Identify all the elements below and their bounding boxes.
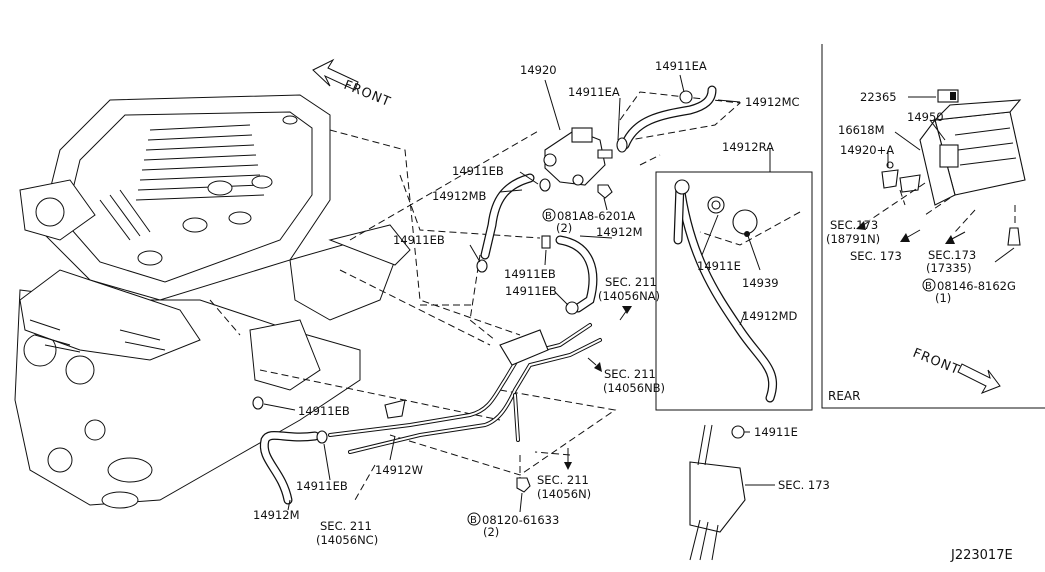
label-14911EB-a: 14911EB <box>452 164 504 178</box>
label-6201A-qty: (2) <box>556 221 572 235</box>
label-sec173-c: SEC.173 <box>928 248 976 262</box>
engine-illustration <box>14 94 411 509</box>
diagram-id: J223017E <box>950 548 1013 563</box>
valve-14920[interactable] <box>543 127 613 186</box>
label-sec173-a: SEC.173 <box>830 218 878 232</box>
bolt-mark-8162G: B <box>925 281 932 292</box>
label-14912W: 14912W <box>375 463 423 477</box>
label-08146-8162G: 08146-8162G <box>937 279 1016 293</box>
label-14912MD: 14912MD <box>742 309 798 323</box>
label-14920A: 14920+A <box>840 143 894 157</box>
label-08120-61633: 08120-61633 <box>482 513 559 527</box>
bolt-mark-61633: B <box>470 515 477 526</box>
label-14056NC: (14056NC) <box>316 533 378 547</box>
label-14912RA: 14912RA <box>722 140 774 154</box>
label-14911EB-b: 14911EB <box>393 233 445 247</box>
bracket-16618M[interactable] <box>899 174 921 193</box>
pipe-14912W[interactable] <box>328 323 602 454</box>
bolt-08120-61633[interactable] <box>516 477 531 493</box>
valve-14920A[interactable] <box>881 161 899 189</box>
label-14912MB: 14912MB <box>432 189 487 203</box>
label-14911EB-c: 14911EB <box>504 267 556 281</box>
label-16618M: 16618M <box>838 123 885 137</box>
label-14912M-upper: 14912M <box>596 225 643 239</box>
clamp-14911EB-d[interactable] <box>565 301 579 315</box>
label-14911EB-e: 14911EB <box>298 404 350 418</box>
label-14939: 14939 <box>742 276 779 290</box>
label-sec173-b: SEC. 173 <box>850 249 902 263</box>
canister-14950[interactable] <box>919 99 1026 206</box>
label-14911E-a: 14911E <box>697 259 741 273</box>
front-label-inset: FRONT <box>911 346 962 378</box>
bolt-081A8-6201A[interactable] <box>597 184 613 199</box>
label-14911E-b: 14911E <box>754 425 798 439</box>
label-14911EA-a: 14911EA <box>568 85 620 99</box>
front-arrow-top <box>312 58 359 91</box>
clamp-14911EB-b[interactable] <box>476 259 488 273</box>
inset-leader-lines <box>869 182 1016 233</box>
hose-14912MD[interactable] <box>675 180 778 403</box>
label-sec211-nb: SEC. 211 <box>604 367 656 381</box>
hose-14912MC[interactable] <box>620 85 717 150</box>
front-arrow-inset <box>957 363 1001 394</box>
label-22365: 22365 <box>860 90 897 104</box>
label-61633-qty: (2) <box>483 525 499 539</box>
direction-arrows <box>564 221 966 470</box>
label-14920: 14920 <box>520 63 557 77</box>
label-081A8-6201A: 081A8-6201A <box>557 209 636 223</box>
front-label-top: FRONT <box>342 78 393 110</box>
hose-14912M-lower[interactable] <box>259 430 320 505</box>
label-14912MC: 14912MC <box>745 95 800 109</box>
clamp-14911EA-b[interactable] <box>679 90 693 104</box>
label-sec211-n: SEC. 211 <box>537 473 589 487</box>
inset-divider <box>821 44 1045 409</box>
hose-14912M-upper[interactable] <box>555 235 598 313</box>
check-valve-14939[interactable] <box>732 209 758 237</box>
label-14911EB-d: 14911EB <box>505 284 557 298</box>
label-14911EA-b: 14911EA <box>655 59 707 73</box>
sensor-22365[interactable] <box>937 89 959 103</box>
label-14056N: (14056N) <box>537 487 591 501</box>
label-17335: (17335) <box>926 261 972 275</box>
clamp-14911EB-e[interactable] <box>252 396 264 410</box>
bolt-08146-8162G[interactable] <box>1007 227 1021 246</box>
label-sec211-na: SEC. 211 <box>605 275 657 289</box>
label-8162G-qty: (1) <box>935 291 951 305</box>
clamp-14911EB-c[interactable] <box>541 235 551 249</box>
rear-label: REAR <box>828 389 860 403</box>
detail-box-14912RA <box>655 171 813 411</box>
tube-14912RA[interactable] <box>673 179 690 245</box>
clamp-14911EB-a[interactable] <box>539 178 551 192</box>
label-leaders <box>263 74 1015 513</box>
label-14056NA: (14056NA) <box>598 289 660 303</box>
label-sec211-nc: SEC. 211 <box>320 519 372 533</box>
label-14911EB-f: 14911EB <box>296 479 348 493</box>
labels: FRONT FRONT REAR J223017E 14920 14911EA … <box>253 59 1016 563</box>
clamp-14911E-a[interactable] <box>707 196 725 214</box>
label-18791N: (18791N) <box>826 232 880 246</box>
canister-pipe-sec173 <box>689 424 746 561</box>
hose-14912MB[interactable] <box>480 173 535 260</box>
label-14912M-lower: 14912M <box>253 508 300 522</box>
clamp-14911EA-a[interactable] <box>616 137 628 153</box>
label-sec173-main: SEC. 173 <box>778 478 830 492</box>
bolt-mark-6201A: B <box>545 211 552 222</box>
assembly-dashed-lines <box>209 91 801 501</box>
label-14056NB: (14056NB) <box>603 381 665 395</box>
clamp-14911EB-f[interactable] <box>316 430 328 444</box>
label-14950: 14950 <box>907 110 944 124</box>
